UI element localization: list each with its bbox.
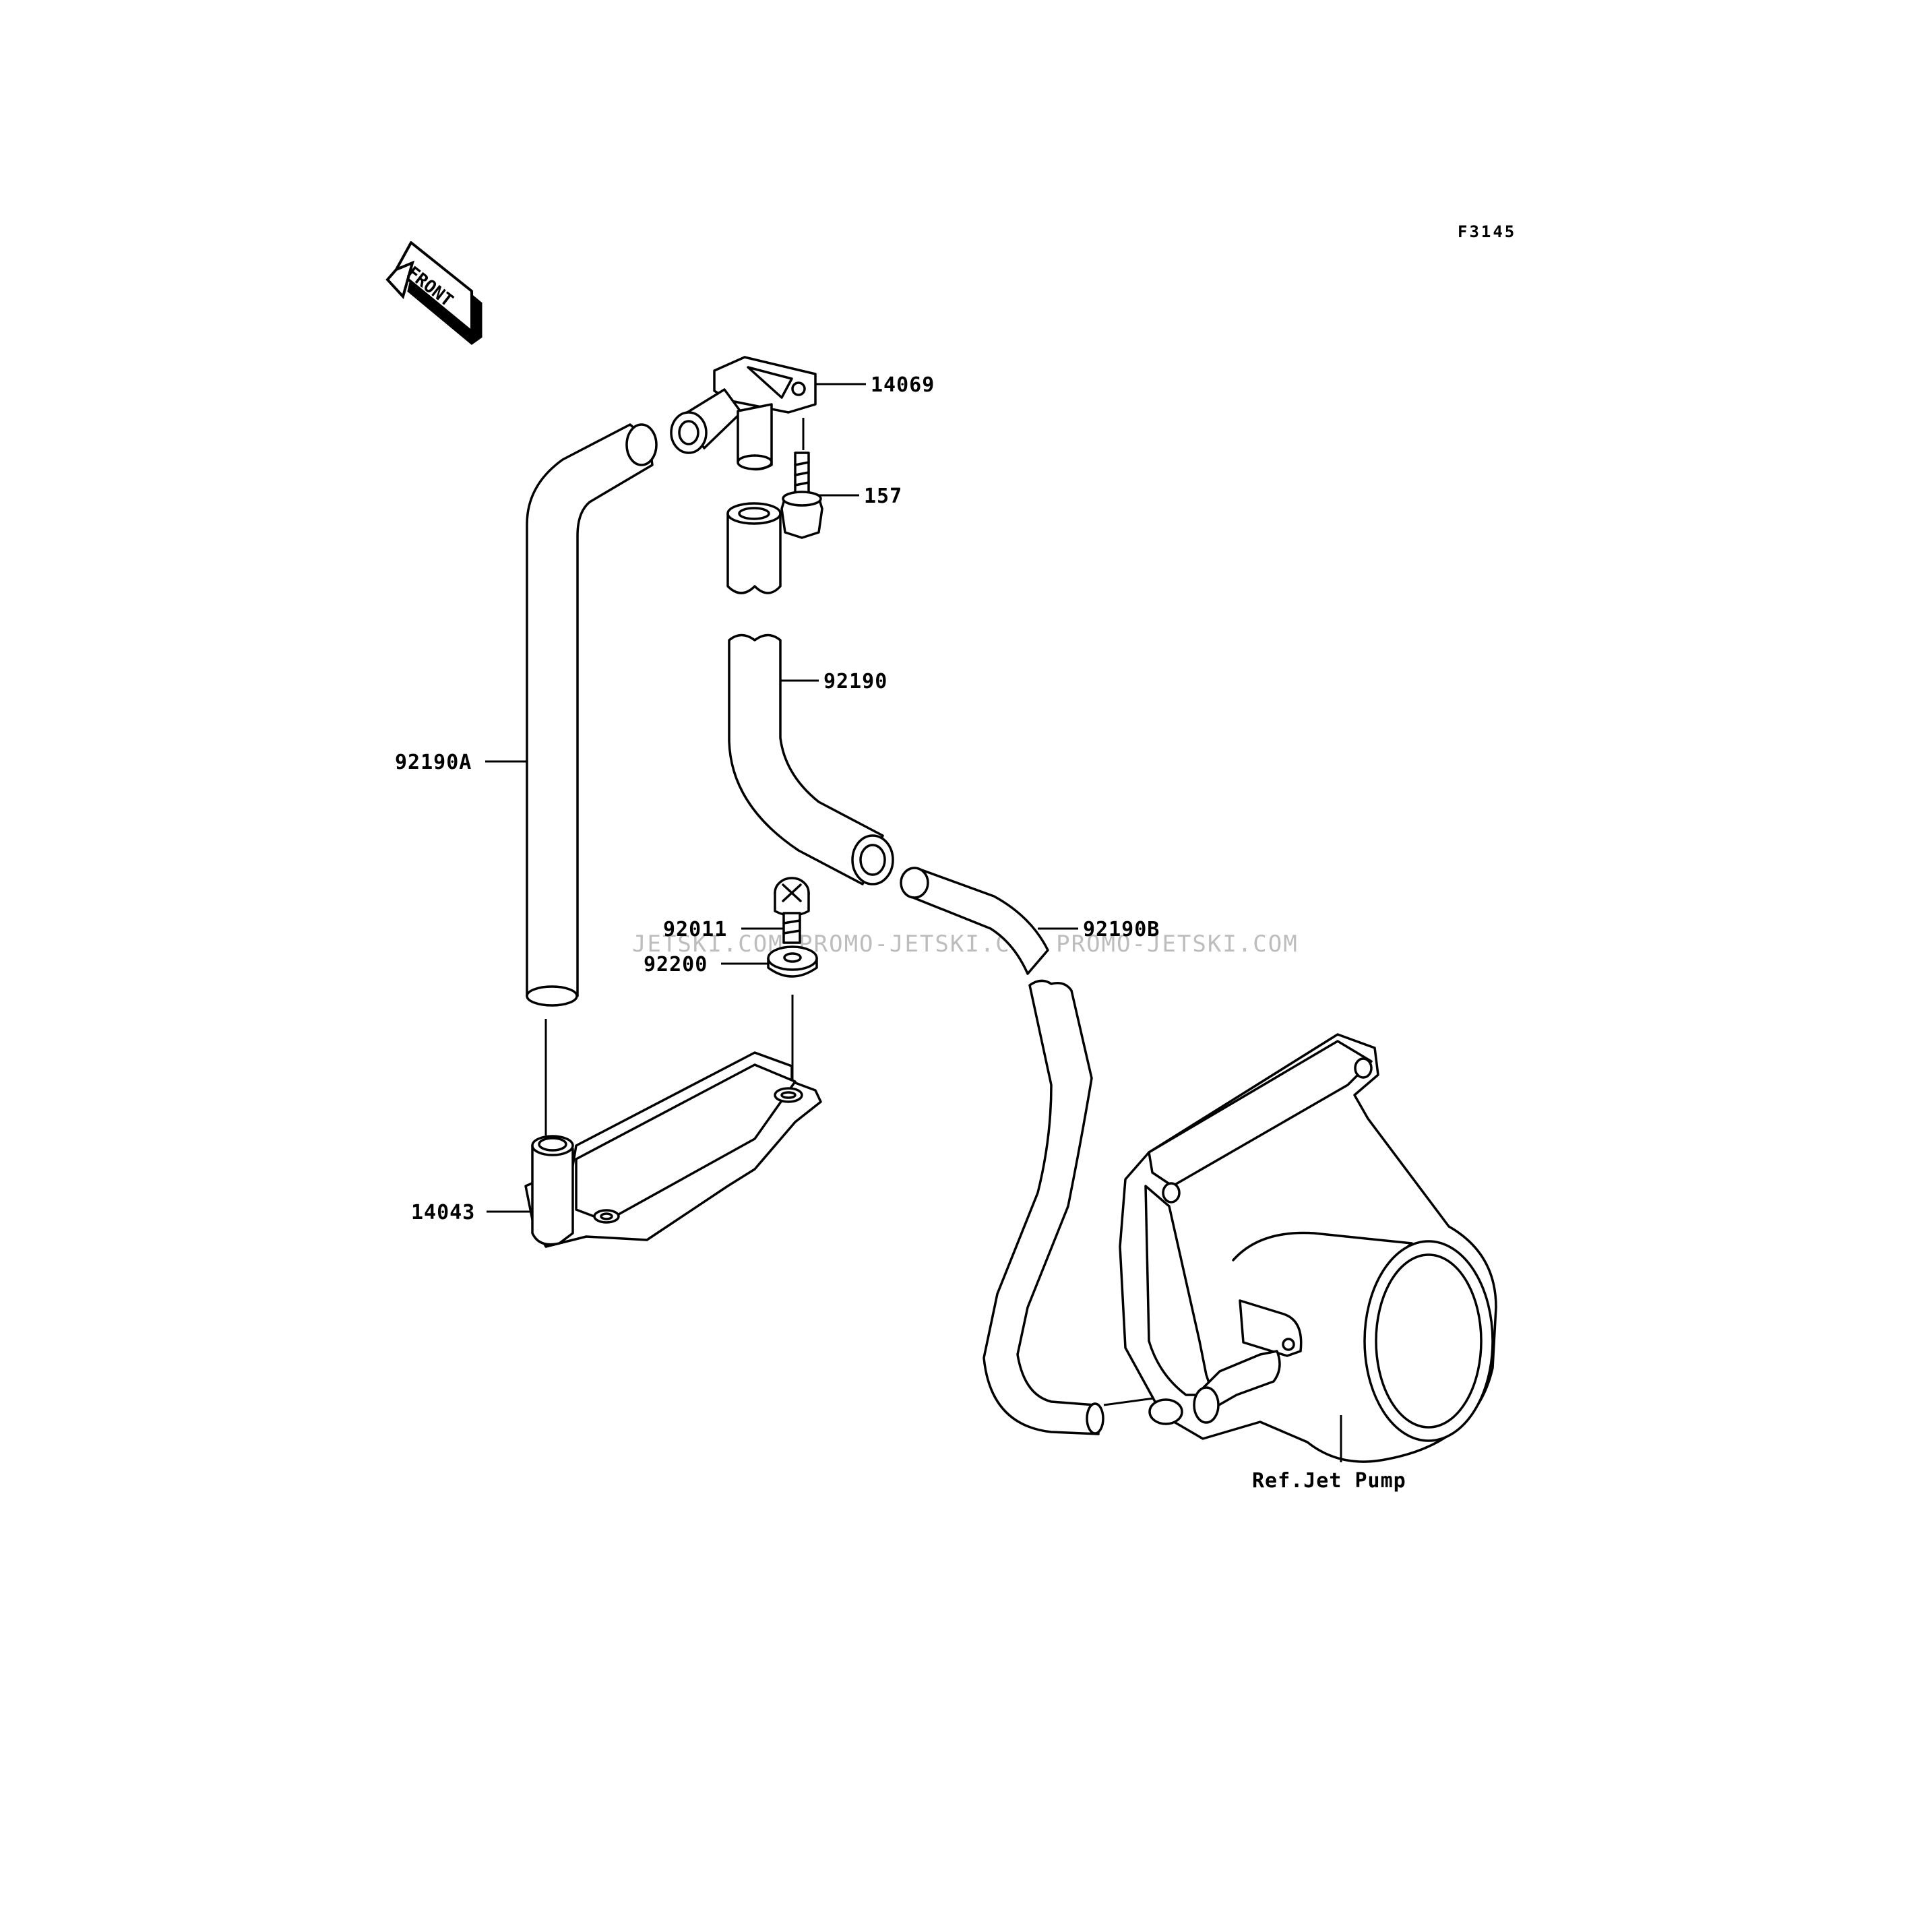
part-92011-bolt[interactable] xyxy=(774,877,810,944)
label-92200: 92200 xyxy=(644,953,708,976)
jet-pump-housing[interactable] xyxy=(1119,1033,1497,1463)
label-92011: 92011 xyxy=(663,918,727,941)
part-92190a-hose[interactable] xyxy=(526,423,658,1007)
part-14043-bracket[interactable] xyxy=(524,1051,822,1248)
part-14069-fitting[interactable] xyxy=(670,356,817,471)
watermark: JETSKI.COM PROMO-JETSKI.COM PROMO-JETSKI… xyxy=(632,931,1299,958)
part-92190-hose[interactable] xyxy=(728,633,894,885)
label-ref-jet-pump: Ref.Jet Pump xyxy=(1252,1469,1406,1493)
part-157-screw[interactable] xyxy=(780,451,823,539)
label-14043: 14043 xyxy=(411,1201,475,1224)
label-92190: 92190 xyxy=(823,670,887,693)
front-arrow-icon: FRONT xyxy=(385,241,482,345)
label-92190a: 92190A xyxy=(395,751,472,774)
part-92190-upper-segment[interactable] xyxy=(726,502,782,594)
label-157: 157 xyxy=(864,485,902,508)
part-92200-washer[interactable] xyxy=(767,945,818,978)
label-14069: 14069 xyxy=(871,373,935,397)
label-92190b: 92190B xyxy=(1083,918,1160,941)
part-92190b-hose[interactable] xyxy=(900,867,1104,1435)
leader-lines xyxy=(485,383,1342,1462)
figure-code: F3145 xyxy=(1458,222,1516,241)
